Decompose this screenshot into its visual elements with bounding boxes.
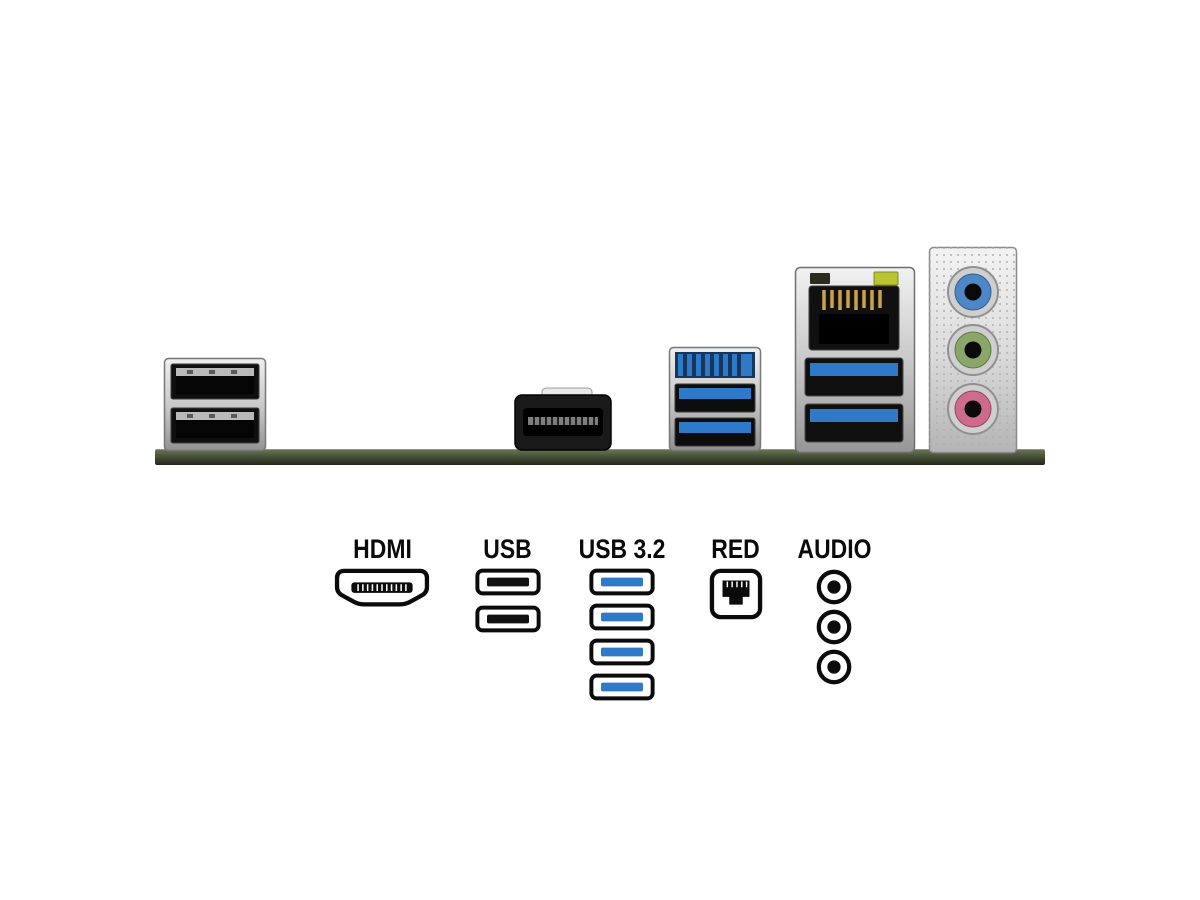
audio-jack-icon	[816, 649, 852, 685]
audio-jack-icon	[816, 569, 852, 605]
legend-item-hdmi-label: HDMI	[352, 534, 412, 564]
legend-item-lan: RED	[706, 534, 766, 620]
legend-item-audio-icons	[815, 568, 853, 686]
rj45-opening	[808, 285, 900, 351]
legend-item-usb-label: USB	[483, 534, 533, 564]
legend-item-audio: AUDIO	[795, 534, 873, 686]
legend-item-lan-label: RED	[711, 534, 761, 564]
hdmi-port	[514, 387, 612, 451]
hdmi-port-icon	[334, 568, 430, 607]
legend-item-lan-icons	[709, 568, 763, 620]
usb3-port-upper	[804, 357, 904, 397]
legend-item-usb-icons	[472, 568, 544, 633]
legend-item-usb32-label: USB 3.2	[578, 534, 666, 564]
usb3-port-icon	[589, 673, 655, 701]
legend-item-audio-label: AUDIO	[797, 534, 871, 564]
legend-item-hdmi-icons	[334, 568, 430, 612]
ethernet-usb-combo	[794, 266, 916, 454]
legend-item-usb32: USB 3.2	[579, 534, 665, 701]
usb3-port-icon	[589, 638, 655, 666]
audio-jack-mic	[947, 383, 999, 435]
audio-jack-line-out	[947, 324, 999, 376]
ethernet-port-icon	[709, 568, 763, 620]
audio-jack-icon	[816, 609, 852, 645]
usb3-port-icon	[589, 603, 655, 631]
lan-led-left	[810, 273, 830, 284]
usb3-port-stack	[668, 346, 762, 452]
usb2-port-stack	[163, 357, 267, 452]
legend-item-hdmi: HDMI	[330, 534, 434, 612]
legend-item-usb32-icons	[583, 568, 661, 701]
usb3-port-icon	[589, 568, 655, 596]
audio-jack-line-in	[947, 266, 999, 318]
audio-jack-stack	[928, 246, 1018, 454]
usb-port-icon	[475, 605, 541, 633]
usb3-port-lower	[804, 403, 904, 443]
usb-port-icon	[475, 568, 541, 596]
lan-led-green	[873, 271, 899, 286]
legend-item-usb: USB	[468, 534, 548, 633]
